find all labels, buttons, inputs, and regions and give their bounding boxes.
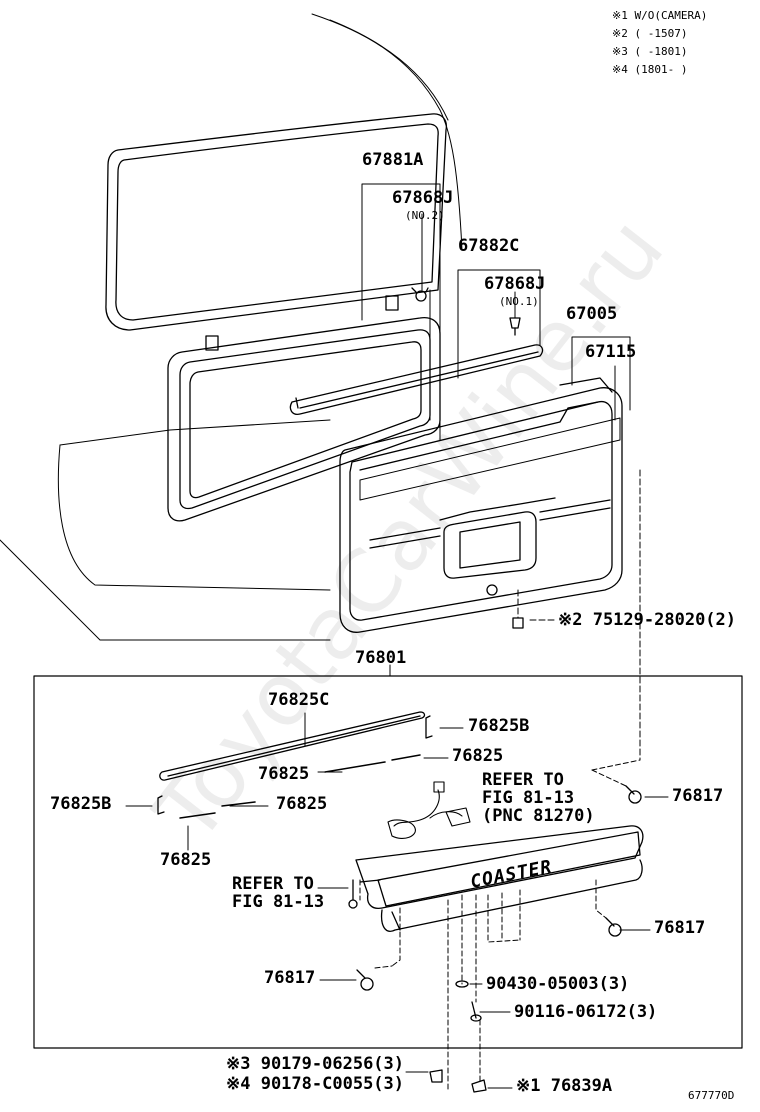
back-window-glass — [105, 113, 448, 331]
part-label-76825b-right[interactable]: 76825B — [468, 716, 530, 736]
part-label-76817-top[interactable]: 76817 — [672, 786, 724, 806]
refer-text-1a: REFER TO — [482, 770, 564, 790]
clip-no2 — [411, 287, 429, 302]
part-label-76817-low[interactable]: 76817 — [264, 968, 316, 988]
leader-lines-box — [125, 712, 464, 851]
refer-text-1b[interactable]: FIG 81-13 — [482, 788, 575, 808]
refer-text-2b[interactable]: FIG 81-13 — [232, 892, 325, 912]
moulding-76825C — [159, 711, 426, 781]
part-label-76825-b[interactable]: 76825 — [258, 764, 310, 784]
bolt-75129 — [512, 617, 524, 629]
clip-no1 — [509, 317, 521, 336]
refer-text-1c[interactable]: (PNC 81270) — [482, 806, 595, 826]
fastener-76817-mid — [605, 917, 622, 937]
end-caps — [157, 715, 433, 815]
part-label-90116[interactable]: 90116-06172(3) — [514, 1002, 658, 1022]
fastener-76817-low — [356, 969, 374, 991]
fastener-76817-top — [625, 785, 642, 804]
figure-id: 677770D — [688, 1089, 735, 1102]
part-label-67005[interactable]: 67005 — [566, 304, 618, 324]
legend-note-2: ※2 ( -1507) — [612, 27, 688, 40]
part-label-90430[interactable]: 90430-05003(3) — [486, 974, 630, 994]
part-label-67881a[interactable]: 67881A — [362, 150, 424, 170]
refer-text-2a: REFER TO — [232, 874, 314, 894]
clip-no1-note: (NO.1) — [499, 295, 539, 308]
clip-90179 — [429, 1069, 443, 1083]
vehicle-body-outline — [0, 13, 463, 641]
nut-90430 — [455, 980, 469, 988]
wire-harness — [387, 781, 471, 839]
part-label-67868j-no1[interactable]: 67868J — [484, 274, 546, 294]
part-label-90178[interactable]: ※4 90178-C0055(3) — [226, 1074, 405, 1094]
garnish-strip — [289, 344, 544, 415]
screw-left — [348, 879, 358, 909]
leader-lines-upper — [361, 183, 641, 761]
part-label-67115[interactable]: 67115 — [585, 342, 637, 362]
part-label-76825-d[interactable]: 76825 — [160, 850, 212, 870]
legend-note-3: ※3 ( -1801) — [612, 45, 688, 58]
part-label-90179[interactable]: ※3 90179-06256(3) — [226, 1054, 405, 1074]
clip-no2-note: (NO.2) — [405, 209, 445, 222]
part-label-76801[interactable]: 76801 — [355, 648, 407, 668]
part-label-76825-a[interactable]: 76825 — [452, 746, 504, 766]
door-glass-weatherstrip — [167, 295, 441, 522]
part-label-76825c[interactable]: 76825C — [268, 690, 330, 710]
moulding-pieces — [179, 754, 421, 819]
part-label-76817-mid[interactable]: 76817 — [654, 918, 706, 938]
part-label-75129[interactable]: ※2 75129-28020(2) — [558, 610, 737, 630]
part-label-67882c[interactable]: 67882C — [458, 236, 520, 256]
legend-note-1: ※1 W/O(CAMERA) — [612, 9, 708, 22]
rear-garnish-bar — [355, 825, 644, 932]
part-label-76839a[interactable]: ※1 76839A — [516, 1076, 613, 1096]
bolt-90116 — [470, 1001, 482, 1022]
legend-note-4: ※4 (1801- ) — [612, 63, 688, 76]
part-label-76825b-left[interactable]: 76825B — [50, 794, 112, 814]
kit-box-76801 — [33, 675, 743, 1049]
part-label-76825-c[interactable]: 76825 — [276, 794, 328, 814]
part-label-67868j-no2[interactable]: 67868J — [392, 188, 454, 208]
back-door-panel — [339, 377, 623, 633]
leader-lines-lower — [317, 796, 669, 1089]
clip-76839A — [471, 1079, 487, 1093]
